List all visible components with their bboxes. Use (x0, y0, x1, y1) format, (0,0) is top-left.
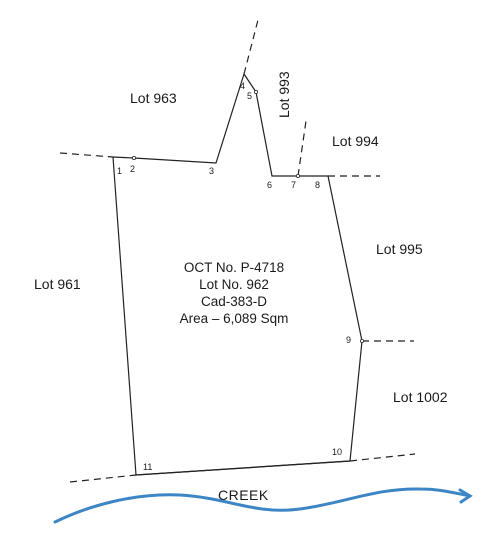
corner-label-1: 1 (117, 166, 122, 176)
extension-line-west (59, 152, 114, 158)
parcel-cad: Cad-383-D (201, 294, 267, 309)
corner-marker-9 (359, 338, 364, 343)
boundary-tie-line (135, 460, 351, 476)
lot-993-label: Lot 993 (276, 71, 292, 118)
extension-line-lot993 (297, 120, 307, 177)
corner-label-4: 4 (240, 81, 245, 91)
lot-961-label: Lot 961 (34, 276, 81, 292)
corner-marker-7 (295, 173, 300, 178)
lot-995-label: Lot 995 (376, 241, 423, 257)
parcel-lot-number: Lot No. 962 (199, 277, 269, 292)
lot-994-label: Lot 994 (332, 133, 379, 149)
extension-line-north (243, 19, 259, 75)
corner-label-10: 10 (332, 447, 342, 457)
lot-1002-label: Lot 1002 (393, 389, 448, 405)
creek-label: CREEK (218, 487, 269, 503)
extension-line-south-west (69, 474, 137, 483)
creek-line (53, 487, 472, 524)
lot-963-label: Lot 963 (130, 90, 177, 106)
corner-label-7: 7 (291, 180, 296, 190)
parcel-title: OCT No. P-4718 (184, 260, 284, 275)
parcel-area: Area – 6,089 Sqm (180, 311, 289, 326)
corner-label-6: 6 (267, 180, 272, 190)
corner-marker-5 (253, 90, 258, 95)
corner-label-8: 8 (315, 180, 320, 190)
corner-label-9: 9 (346, 335, 351, 345)
creek-arrowhead (458, 488, 473, 504)
corner-markers (131, 90, 364, 343)
corner-marker-2 (131, 155, 136, 160)
extension-line-south-east (349, 453, 416, 462)
corner-label-3: 3 (209, 166, 214, 176)
corner-label-5: 5 (247, 91, 252, 101)
corner-label-2: 2 (130, 164, 135, 174)
corner-label-11: 11 (143, 462, 152, 472)
